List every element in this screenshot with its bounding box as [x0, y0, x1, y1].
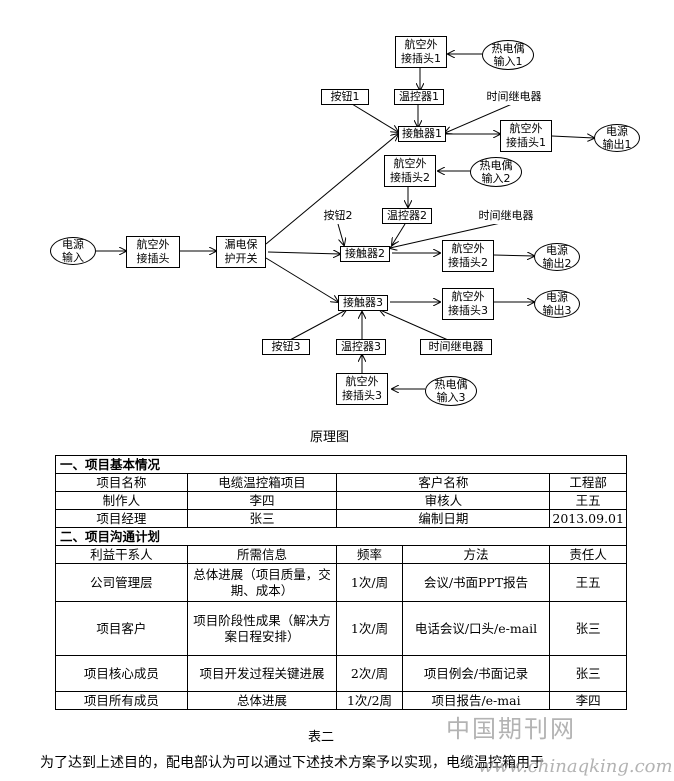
column-header: 频率 — [336, 545, 403, 564]
thermocouple-input-3: 热电偶 输入3 — [425, 376, 477, 406]
diagram-caption: 原理图 — [310, 430, 350, 445]
table-row: 项目核心成员 项目开发过程关键进展 2次/周 项目例会/书面记录 张三 — [55, 655, 627, 692]
leakage-protection-switch: 漏电保 护开关 — [216, 236, 266, 268]
connector-input: 航空外 接插头 — [126, 236, 180, 268]
table-row: 制作人 李四 审核人 王五 — [55, 491, 627, 510]
table-cell: 项目客户 — [55, 601, 188, 656]
table-cell: 客户名称 — [336, 473, 551, 492]
watermark-url: www.chinaqking.com — [478, 756, 673, 777]
schematic-diagram: 航空外 接插头1 热电偶 输入1 按钮1 温控器1 时间继电器 接触器1 航空外… — [50, 0, 674, 420]
table-cell: 项目例会/书面记录 — [401, 655, 551, 692]
table-cell: 制作人 — [55, 491, 188, 510]
table-cell: 电话会议/口头/e-mail — [401, 601, 551, 656]
connector-1: 航空外 接插头1 — [395, 36, 447, 68]
table-cell: 项目名称 — [55, 473, 188, 492]
table-row: 公司管理层 总体进展（项目质量，交期、成本） 1次/周 会议/书面PPT报告 王… — [55, 563, 627, 602]
table-row: 项目所有成员 总体进展 1次/2周 项目报告/e-mai 李四 — [55, 691, 627, 710]
temp-controller-1: 温控器1 — [394, 89, 444, 105]
table-cell: 李四 — [186, 491, 338, 510]
column-header: 利益干系人 — [55, 545, 188, 564]
table-cell: 会议/书面PPT报告 — [401, 563, 551, 602]
time-relay-2: 时间继电器 — [470, 208, 542, 224]
connector-3: 航空外 接插头3 — [336, 373, 388, 405]
connector-out-3: 航空外 接插头3 — [442, 288, 494, 320]
contactor-1: 接触器1 — [398, 126, 446, 142]
table-cell: 2次/周 — [336, 655, 403, 692]
table-cell: 项目核心成员 — [55, 655, 188, 692]
table-cell: 项目所有成员 — [55, 691, 188, 710]
section-basic-info: 一、项目基本情况 — [55, 455, 627, 474]
column-header: 方法 — [401, 545, 551, 564]
power-output-3: 电源 输出3 — [534, 290, 580, 318]
column-header: 责任人 — [549, 545, 627, 564]
thermocouple-input-2: 热电偶 输入2 — [470, 157, 522, 187]
power-input: 电源 输入 — [50, 237, 96, 265]
power-output-2: 电源 输出2 — [534, 243, 580, 271]
table-cell: 2013.09.01 — [549, 509, 627, 528]
table-cell: 总体进展 — [186, 691, 338, 710]
temp-controller-3: 温控器3 — [336, 339, 386, 355]
table-cell: 李四 — [549, 691, 627, 710]
table-cell: 编制日期 — [336, 509, 551, 528]
table-cell: 1次/2周 — [336, 691, 403, 710]
connector-out-2: 航空外 接插头2 — [442, 240, 494, 272]
table-cell: 项目阶段性成果（解决方案日程安排） — [186, 601, 338, 656]
table-cell: 工程部 — [549, 473, 627, 492]
table-cell: 1次/周 — [336, 601, 403, 656]
temp-controller-2: 温控器2 — [382, 208, 432, 224]
table-cell: 审核人 — [336, 491, 551, 510]
time-relay-3: 时间继电器 — [420, 339, 492, 355]
button-2: 按钮2 — [314, 208, 362, 224]
table-cell: 张三 — [186, 509, 338, 528]
table-row: 项目名称 电缆温控箱项目 客户名称 工程部 — [55, 473, 627, 492]
column-header: 所需信息 — [186, 545, 338, 564]
contactor-3: 接触器3 — [338, 295, 388, 311]
table-cell: 张三 — [549, 655, 627, 692]
connector-out-1: 航空外 接插头1 — [500, 120, 552, 152]
table-cell: 项目报告/e-mai — [401, 691, 551, 710]
table-cell: 项目经理 — [55, 509, 188, 528]
button-3: 按钮3 — [262, 339, 310, 355]
section-communication-plan: 二、项目沟通计划 — [55, 527, 627, 546]
table-cell: 总体进展（项目质量，交期、成本） — [186, 563, 338, 602]
table-cell: 电缆温控箱项目 — [186, 473, 338, 492]
connector-2: 航空外 接插头2 — [384, 155, 436, 187]
watermark-cn: 中国期刊网 — [446, 715, 576, 743]
time-relay-1: 时间继电器 — [478, 89, 550, 105]
project-table: 一、项目基本情况 项目名称 电缆温控箱项目 客户名称 工程部 制作人 李四 审核… — [55, 455, 627, 710]
thermocouple-input-1: 热电偶 输入1 — [482, 40, 534, 70]
table-row: 项目客户 项目阶段性成果（解决方案日程安排） 1次/周 电话会议/口头/e-ma… — [55, 601, 627, 656]
power-output-1: 电源 输出1 — [594, 124, 640, 152]
table-cell: 王五 — [549, 563, 627, 602]
table-cell: 公司管理层 — [55, 563, 188, 602]
table-cell: 张三 — [549, 601, 627, 656]
table-row: 项目经理 张三 编制日期 2013.09.01 — [55, 509, 627, 528]
contactor-2: 接触器2 — [340, 246, 390, 262]
table-cell: 王五 — [549, 491, 627, 510]
table-header-row: 利益干系人 所需信息 频率 方法 责任人 — [55, 545, 627, 564]
body-paragraph: 为了达到上述目的，配电部认为可以通过下述技术方案予以实现，电缆温控箱用于 — [40, 755, 544, 771]
table-cell: 1次/周 — [336, 563, 403, 602]
schematic-wires — [96, 0, 674, 420]
table-caption: 表二 — [308, 730, 335, 745]
table-cell: 项目开发过程关键进展 — [186, 655, 338, 692]
button-1: 按钮1 — [321, 89, 369, 105]
